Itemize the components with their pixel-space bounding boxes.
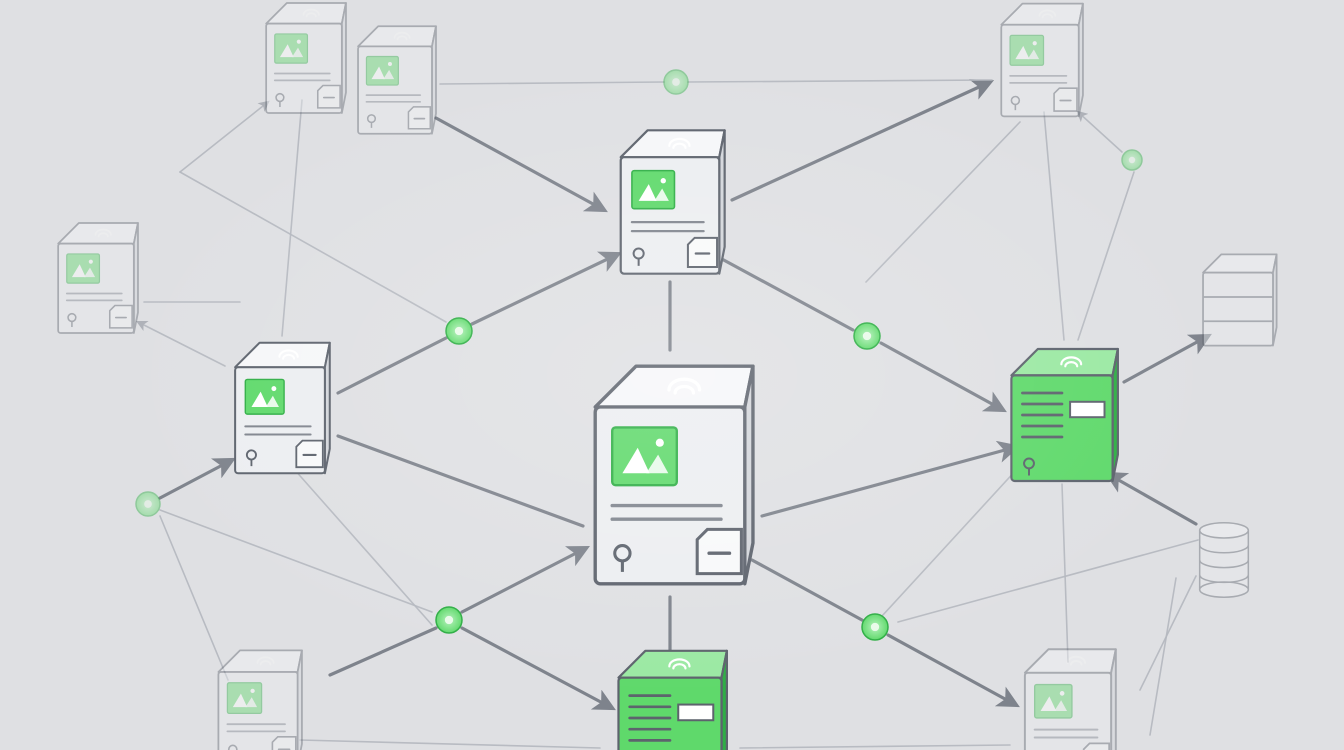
server-tower-icon-bottom-left: [217, 649, 303, 750]
edge-33: [1061, 483, 1069, 663]
edge-31: [1077, 171, 1135, 341]
edge-21: [281, 99, 303, 337]
edge-30: [1076, 110, 1123, 153]
edge-26: [159, 515, 229, 681]
edge-35: [1139, 575, 1197, 691]
server-rack-icon-right-rack-faint: [1202, 253, 1278, 347]
key-icon: [245, 449, 257, 467]
wifi-arc-icon: [393, 31, 411, 41]
key-icon: [366, 114, 377, 128]
server-tower-icon-far-left: [57, 222, 139, 334]
edge-13: [434, 116, 608, 213]
connector-dot-icon-c-top-right: [1121, 149, 1143, 171]
edge-3: [879, 341, 1007, 413]
wifi-arc-icon: [667, 377, 702, 395]
wifi-arc-icon: [1038, 9, 1057, 19]
edge-29: [865, 121, 1021, 283]
edge-2: [718, 256, 855, 332]
edge-1: [470, 251, 623, 326]
edge-16: [760, 440, 1021, 518]
image-screen-icon: [274, 33, 309, 64]
image-screen-icon: [365, 55, 399, 86]
edge-5: [460, 545, 590, 614]
wifi-arc-icon: [302, 8, 320, 18]
server-tower-icon-left: [234, 341, 331, 475]
database-icon-right-db: [1198, 522, 1250, 599]
edge-37: [299, 739, 601, 749]
image-screen-icon: [611, 426, 678, 487]
edge-15: [1104, 471, 1198, 526]
server-tower-icon-top-left-a: [265, 2, 347, 114]
server-tower-icon-bottom-right: [1023, 648, 1117, 750]
image-screen-icon: [244, 378, 285, 415]
connector-dot-icon-c-right-bottom: [861, 613, 889, 641]
edge-28: [285, 459, 433, 626]
key-icon: [227, 744, 238, 750]
connector-dot-icon-c-upper-right: [853, 322, 881, 350]
server-tower-icon-top-left-b: [357, 25, 437, 135]
edge-22: [439, 81, 665, 85]
connector-dot-icon-c-top: [663, 69, 689, 95]
image-screen-icon: [1009, 34, 1045, 66]
nodes-layer: [57, 2, 1278, 750]
edge-18: [158, 457, 236, 500]
key-icon: [1010, 95, 1021, 111]
wifi-arc-icon: [256, 656, 275, 666]
connectors-layer: [135, 69, 1143, 641]
connector-dot-icon-c-left-upper: [445, 317, 473, 345]
wifi-arc-icon: [1060, 356, 1083, 368]
edge-19: [179, 100, 270, 173]
edge-9: [886, 633, 1020, 708]
edge-0: [336, 336, 448, 395]
image-screen-icon: [1033, 683, 1073, 719]
edge-12: [730, 79, 995, 202]
edge-32: [1043, 111, 1065, 341]
server-rack-icon-right: [1010, 347, 1119, 483]
image-screen-icon: [66, 253, 101, 284]
edge-23: [687, 79, 993, 83]
server-tower-icon-upper: [619, 129, 726, 275]
wifi-arc-icon: [94, 228, 112, 238]
key-icon: [613, 544, 632, 572]
image-screen-icon: [631, 169, 676, 210]
edge-20: [179, 171, 447, 323]
server-tower-icon-hub: [593, 364, 755, 586]
edge-7: [460, 626, 616, 711]
key-icon: [1023, 457, 1035, 476]
edge-27: [159, 509, 433, 613]
key-icon: [67, 312, 77, 328]
wifi-arc-icon: [278, 349, 299, 360]
edge-17: [881, 467, 1019, 617]
edge-34: [897, 539, 1199, 623]
connector-dot-icon-c-left-bottom: [435, 606, 463, 634]
edges-layer: [136, 79, 1212, 749]
key-icon: [275, 92, 285, 108]
wifi-arc-icon: [668, 137, 691, 150]
connector-dot-icon-c-far-left: [135, 491, 161, 517]
key-icon: [632, 247, 645, 266]
server-rack-icon-bottom: [617, 649, 729, 750]
edge-4: [336, 434, 585, 528]
edge-24: [136, 320, 226, 367]
server-tower-icon-top-right: [1000, 2, 1084, 118]
edge-6: [328, 626, 438, 677]
edge-38: [739, 744, 1011, 749]
edge-8: [750, 558, 864, 622]
wifi-arc-icon: [668, 658, 691, 670]
wifi-arc-icon: [1066, 655, 1087, 666]
edge-36: [1149, 577, 1177, 736]
edge-14: [1122, 333, 1212, 384]
image-screen-icon: [226, 682, 263, 715]
